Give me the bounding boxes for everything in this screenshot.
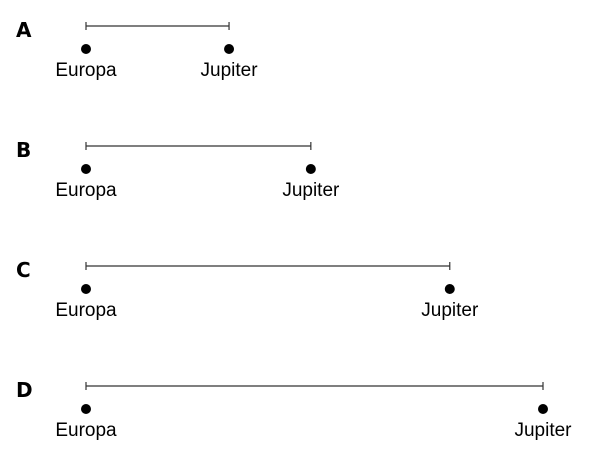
europa-label: Europa (55, 60, 117, 81)
jupiter-dot (444, 284, 455, 294)
europa-dot (81, 44, 91, 54)
europa-label: Europa (55, 180, 117, 201)
row-c: C Europa Jupiter (16, 258, 479, 321)
row-d: D Europa Jupiter (16, 378, 572, 441)
row-letter: C (16, 258, 31, 282)
europa-dot (81, 404, 91, 414)
row-a: A Europa Jupiter (16, 18, 258, 81)
row-letter: B (16, 138, 31, 162)
europa-label: Europa (55, 300, 117, 321)
jupiter-dot (224, 44, 235, 54)
jupiter-label: Jupiter (514, 420, 572, 441)
europa-label: Europa (55, 420, 117, 441)
europa-dot (81, 164, 91, 174)
jupiter-dot (538, 404, 548, 414)
europa-dot (81, 284, 91, 294)
jupiter-label: Jupiter (421, 300, 479, 321)
jupiter-label: Jupiter (201, 60, 259, 81)
row-b: B Europa Jupiter (16, 138, 340, 201)
row-letter: D (16, 378, 33, 402)
jupiter-dot (305, 164, 316, 174)
row-letter: A (16, 18, 32, 42)
jupiter-label: Jupiter (282, 180, 340, 201)
